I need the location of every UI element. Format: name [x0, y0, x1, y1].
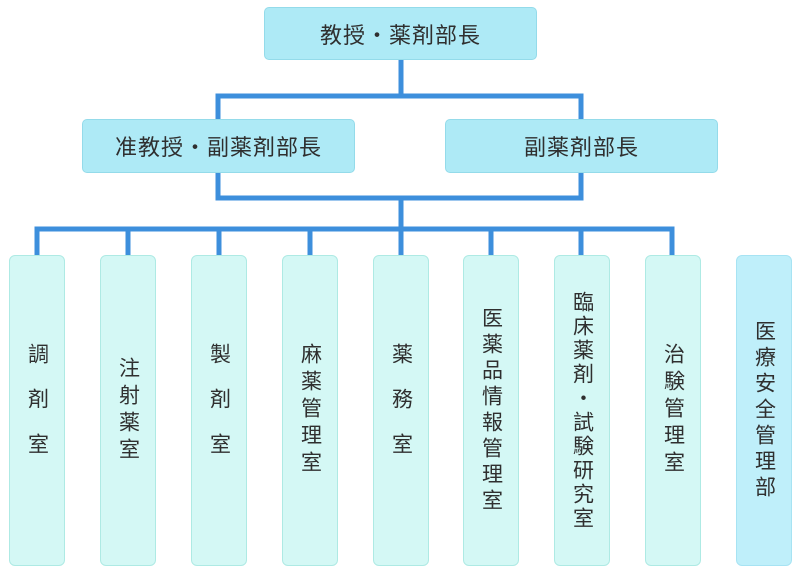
dept-label: 調剤室 — [25, 343, 50, 478]
dept-label: 注射薬室 — [116, 356, 141, 465]
dept-box-dispensing: 調剤室 — [9, 255, 65, 566]
dept-box-clinical-trials: 治験管理室 — [645, 255, 701, 566]
dept-label: 医薬品情報管理室 — [479, 306, 504, 515]
dept-box-drug-information: 医薬品情報管理室 — [463, 255, 519, 566]
deputy-box-right: 副薬剤部長 — [445, 119, 718, 173]
dept-label: 医療安全管理部 — [752, 319, 777, 502]
deputy-box-left: 准教授・副薬剤部長 — [82, 119, 355, 173]
professor-box: 教授・薬剤部長 — [264, 7, 537, 60]
dept-box-medical-safety: 医療安全管理部 — [736, 255, 792, 566]
professor-label: 教授・薬剤部長 — [319, 23, 481, 49]
deputy-right-label: 副薬剤部長 — [523, 136, 639, 161]
dept-box-clinical-research: 臨床薬剤・試験研究室 — [554, 255, 610, 566]
dept-box-narcotics: 麻薬管理室 — [282, 255, 338, 566]
deputy-left-label: 准教授・副薬剤部長 — [114, 136, 322, 161]
dept-label: 治験管理室 — [661, 343, 686, 478]
dept-box-injection: 注射薬室 — [100, 255, 156, 566]
dept-label: 臨床薬剤・試験研究室 — [570, 290, 595, 531]
dept-label: 薬務室 — [389, 343, 414, 478]
dept-label: 麻薬管理室 — [298, 343, 323, 478]
dept-box-affairs: 薬務室 — [373, 255, 429, 566]
dept-label: 製剤室 — [207, 343, 232, 478]
dept-box-preparation: 製剤室 — [191, 255, 247, 566]
